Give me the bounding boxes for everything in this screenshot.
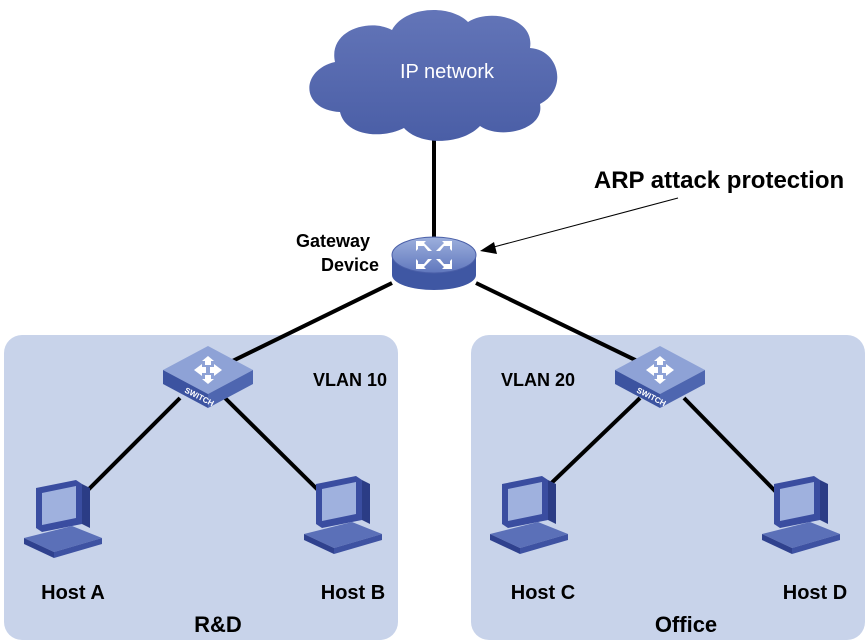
link-switch-rd-host-a: [78, 396, 182, 500]
link-switch-office-host-c: [538, 396, 642, 496]
link-switch-rd-host-b: [223, 396, 324, 496]
host-c-label: Host C: [511, 582, 575, 604]
area-rd: [4, 335, 398, 640]
area-office: [471, 335, 865, 640]
link-switch-office-host-d: [682, 396, 780, 496]
switch-icon: SWITCH: [615, 346, 705, 408]
link-gateway-switch-rd: [209, 281, 393, 374]
vlan-office-label: VLAN 20: [501, 370, 575, 390]
area-office-name: Office: [655, 612, 717, 637]
gateway-label-line1: Gateway: [296, 231, 370, 251]
computer-icon: [24, 480, 102, 558]
host-b-label: Host B: [321, 582, 385, 604]
annotation-arrowhead: [480, 242, 497, 254]
vlan-rd-label: VLAN 10: [313, 370, 387, 390]
link-gateway-switch-office: [475, 281, 661, 374]
annotation-label: ARP attack protection: [594, 167, 844, 194]
host-d-label: Host D: [783, 582, 847, 604]
cloud-icon: [309, 10, 558, 141]
router-icon: [391, 236, 477, 290]
computer-icon: [304, 476, 382, 554]
host-a-label: Host A: [41, 582, 105, 604]
area-rd-name: R&D: [194, 612, 242, 637]
annotation-arrow: [489, 197, 679, 249]
computer-icon: [490, 476, 568, 554]
gateway-label-line2: Device: [321, 255, 379, 275]
cloud-label: IP network: [400, 61, 495, 83]
computer-icon: [762, 476, 840, 554]
